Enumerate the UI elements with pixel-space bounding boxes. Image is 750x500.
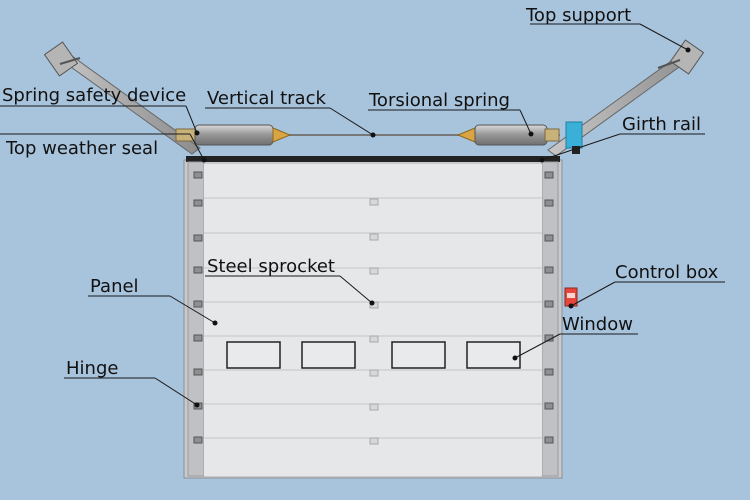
side-hinges [193, 171, 554, 444]
control-box [564, 287, 578, 307]
label-hinge: Hinge [66, 358, 118, 379]
leader-lines [0, 23, 725, 406]
label-top-weather-seal: Top weather seal [5, 138, 158, 159]
label-spring-safety-device: Spring safety device [2, 85, 186, 106]
label-window: Window [562, 314, 633, 335]
center-hinges [369, 198, 379, 445]
window-4 [466, 341, 521, 369]
label-girth-rail: Girth rail [622, 114, 701, 135]
right-girth-rail [547, 39, 705, 157]
torsion-assembly [175, 121, 583, 154]
motor-unit [565, 121, 583, 149]
left-girth-rail [43, 41, 201, 155]
label-top-support: Top support [525, 5, 631, 26]
label-torsional-spring: Torsional spring [368, 90, 510, 111]
label-control-box: Control box [615, 262, 719, 283]
window-1 [226, 341, 281, 369]
label-steel-sprocket: Steel sprocket [207, 256, 335, 277]
label-vertical-track: Vertical track [207, 88, 326, 109]
window-3 [391, 341, 446, 369]
label-panel: Panel [90, 276, 139, 297]
windows [226, 341, 521, 369]
window-2 [301, 341, 356, 369]
top-weather-seal [186, 156, 560, 162]
door-panel [193, 164, 554, 476]
